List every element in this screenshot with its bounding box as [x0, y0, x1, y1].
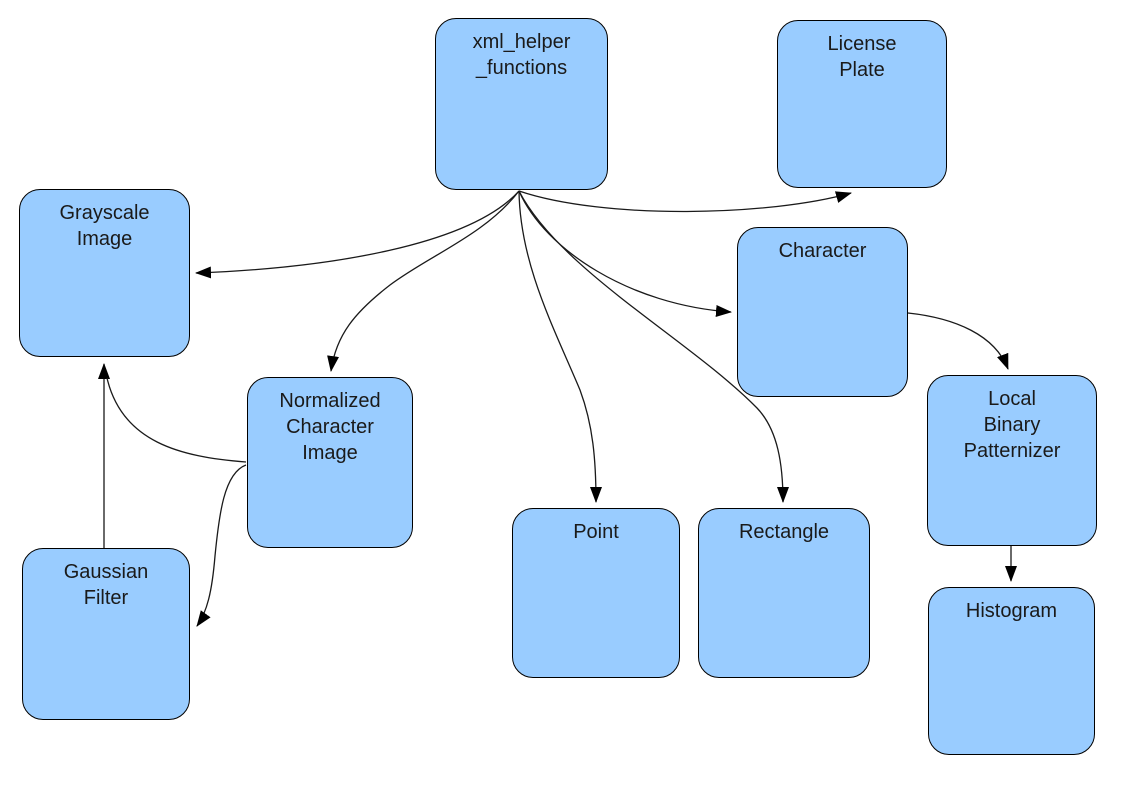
node-label-histogram: Histogram: [965, 600, 1058, 622]
node-label-character: Character: [778, 240, 867, 262]
node-label-local_binary_patternizer: Local Binary Patternizer: [963, 388, 1061, 462]
node-rectangle[interactable]: Rectangle: [698, 508, 870, 678]
edge-normalized_character_image-to-gaussian_filter: [196, 464, 247, 627]
node-label-normalized_character_image: Normalized Character Image: [279, 390, 381, 464]
node-histogram[interactable]: Histogram: [928, 587, 1095, 755]
node-label-grayscale_image: Grayscale Image: [59, 202, 150, 250]
node-label-license_plate: License Plate: [827, 33, 897, 81]
edge-normalized_character_image-to-grayscale_image: [106, 377, 247, 463]
node-normalized_character_image[interactable]: Normalized Character Image: [247, 377, 413, 548]
edge-xml_helper_functions-to-grayscale_image: [195, 190, 520, 279]
node-label-xml_helper_functions: xml_helper _functions: [472, 31, 571, 79]
node-point[interactable]: Point: [512, 508, 680, 678]
edge-xml_helper_functions-to-license_plate: [518, 190, 852, 213]
node-license_plate[interactable]: License Plate: [777, 20, 947, 188]
node-xml_helper_functions[interactable]: xml_helper _functions: [435, 18, 608, 190]
node-gaussian_filter[interactable]: Gaussian Filter: [22, 548, 190, 720]
node-label-gaussian_filter: Gaussian Filter: [63, 561, 149, 609]
edge-xml_helper_functions-to-character: [518, 190, 732, 317]
node-local_binary_patternizer[interactable]: Local Binary Patternizer: [927, 375, 1097, 546]
edge-xml_helper_functions-to-normalized_character_image: [327, 190, 520, 372]
node-label-rectangle: Rectangle: [738, 521, 830, 543]
node-character[interactable]: Character: [737, 227, 908, 397]
edge-character-to-local_binary_patternizer: [907, 312, 1009, 370]
node-grayscale_image[interactable]: Grayscale Image: [19, 189, 190, 357]
edge-xml_helper_functions-to-point: [518, 190, 602, 503]
node-label-point: Point: [573, 521, 619, 543]
